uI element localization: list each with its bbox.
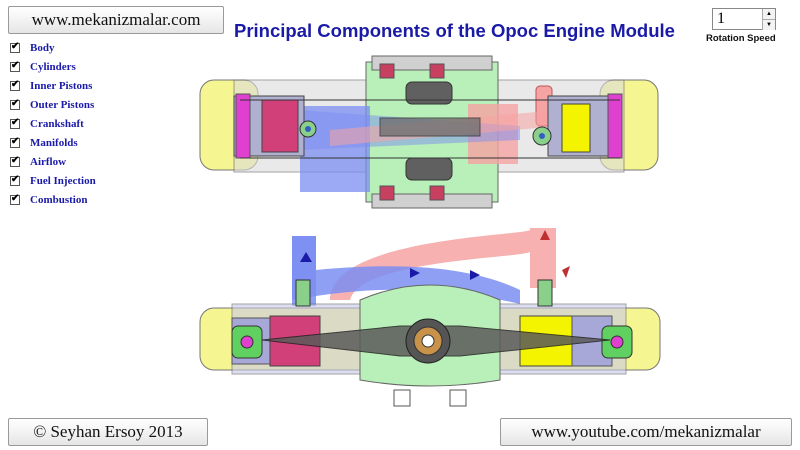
layer-item-manifolds[interactable]: Manifolds <box>10 133 96 152</box>
combustion-top <box>561 103 591 153</box>
rotation-speed-stepper[interactable]: 1 ▲ ▼ <box>712 8 776 30</box>
crank-gear <box>413 326 443 356</box>
exhaust-manifold <box>330 230 530 300</box>
layer-item-body[interactable]: Body <box>10 38 96 57</box>
intake-top <box>300 106 370 192</box>
side-crankcase <box>359 284 501 387</box>
checkbox-icon[interactable] <box>10 98 20 110</box>
inner-piston-right <box>547 95 619 157</box>
layer-item-cylinders[interactable]: Cylinders <box>10 57 96 76</box>
checkbox-icon[interactable] <box>10 79 20 91</box>
top-spring-upper <box>405 81 453 105</box>
rotation-speed-value: 1 <box>717 10 725 27</box>
engine-side-view <box>199 228 661 407</box>
cap-right <box>607 93 623 159</box>
crankcase-center <box>365 61 499 203</box>
side-connecting-rods <box>261 325 611 357</box>
exhaust-port <box>535 85 553 127</box>
page-title: Principal Components of the Opoc Engine … <box>234 20 675 41</box>
intake-manifold <box>292 236 520 304</box>
copyright-link[interactable]: © Seyhan Ersoy 2013 <box>8 418 208 446</box>
layer-item-inner-pistons[interactable]: Inner Pistons <box>10 76 96 95</box>
layer-item-airflow[interactable]: Airflow <box>10 152 96 171</box>
cylinder-block <box>233 79 625 173</box>
checkbox-icon[interactable] <box>10 155 20 167</box>
layer-item-crankshaft[interactable]: Crankshaft <box>10 114 96 133</box>
checkbox-icon[interactable] <box>10 60 20 72</box>
injector-left <box>295 279 311 307</box>
injector-right <box>537 279 553 307</box>
checkbox-icon[interactable] <box>10 117 20 129</box>
layer-item-combustion[interactable]: Combustion <box>10 190 96 209</box>
step-up-icon[interactable]: ▲ <box>762 9 775 19</box>
youtube-link[interactable]: www.youtube.com/mekanizmalar <box>500 418 792 446</box>
step-down-icon[interactable]: ▼ <box>762 19 775 30</box>
cap-left <box>235 93 251 159</box>
rotation-speed-label: Rotation Speed <box>706 33 776 44</box>
layer-item-outer-pistons[interactable]: Outer Pistons <box>10 95 96 114</box>
inner-piston-left <box>233 95 305 157</box>
checkbox-icon[interactable] <box>10 136 20 148</box>
site-link-top[interactable]: www.mekanizmalar.com <box>8 6 224 34</box>
checkbox-icon[interactable] <box>10 41 20 53</box>
exhaust-top <box>468 104 518 164</box>
checkbox-icon[interactable] <box>10 174 20 186</box>
crankshaft-top <box>379 117 481 137</box>
side-combustion <box>519 315 573 367</box>
layer-item-fuel-injection[interactable]: Fuel Injection <box>10 171 96 190</box>
right-end-housing <box>599 79 659 171</box>
layer-checklist: Body Cylinders Inner Pistons Outer Pisto… <box>10 38 96 209</box>
top-spring-lower <box>405 157 453 181</box>
side-housing <box>199 307 661 371</box>
checkbox-icon[interactable] <box>10 193 20 205</box>
side-piston-left <box>269 315 321 367</box>
left-end-housing <box>199 79 259 171</box>
engine-top-view <box>199 55 659 209</box>
